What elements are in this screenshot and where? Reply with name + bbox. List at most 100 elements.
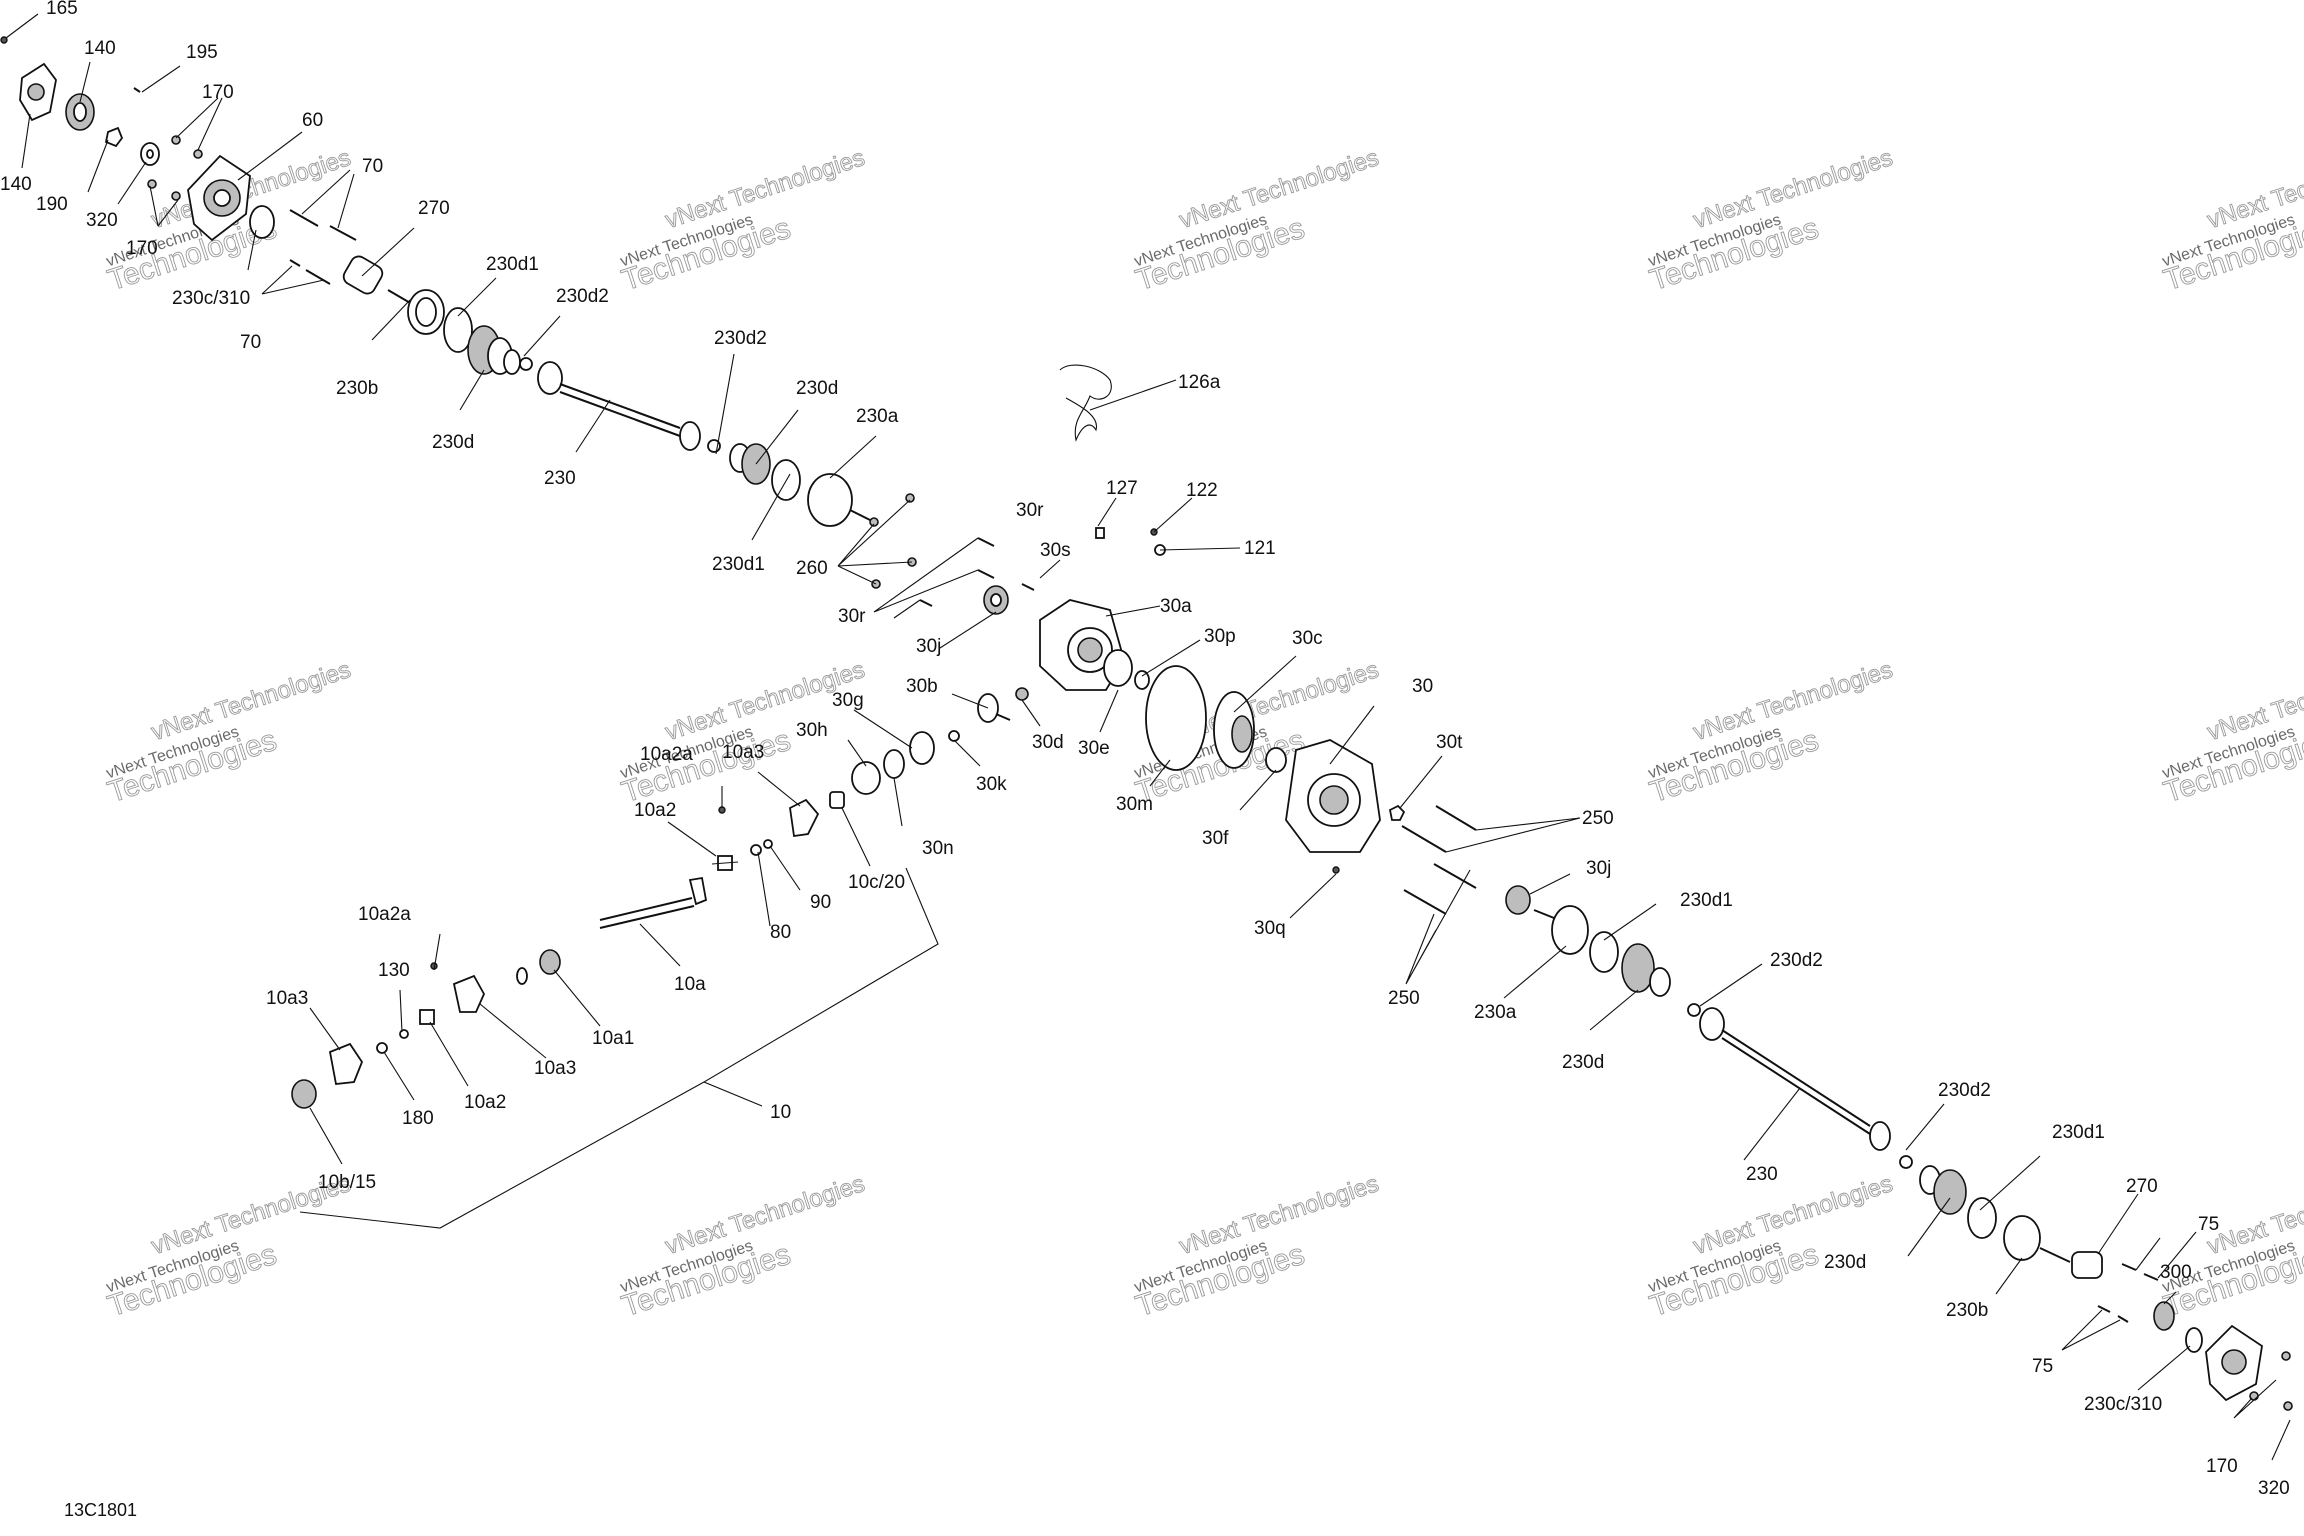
part-cv-joint-230b-lower (2003, 1215, 2071, 1263)
callout-230d-bottom: 230d (1824, 1252, 1866, 1273)
callout-10a2-lower: 10a2 (464, 1092, 506, 1113)
part-pin-75d (2117, 1315, 2129, 1323)
callout-230d-upper: 230d (432, 432, 474, 453)
callout-10a3-lower: 10a3 (534, 1058, 576, 1079)
part-clamp-230d1-lower (1589, 931, 1619, 973)
part-spacer-10c (829, 791, 845, 809)
part-yoke-10a3-lower (452, 974, 486, 1013)
part-yoke-10a3 (789, 798, 820, 838)
part-bolt-30s (1021, 583, 1035, 591)
part-ring-130 (399, 1029, 409, 1039)
callout-10a2-upper: 10a2 (634, 800, 676, 821)
callout-30: 30 (1412, 676, 1433, 697)
callout-30n: 30n (922, 838, 954, 859)
part-shaft-10a (599, 876, 708, 929)
part-wheel-hub-60 (187, 154, 251, 242)
part-cross-10a2 (711, 855, 739, 871)
part-bearing-30h (851, 761, 881, 795)
part-ring-30p (1134, 670, 1150, 690)
callout-230c-310-upper: 230c/310 (172, 288, 250, 309)
part-bearing-30f (1265, 747, 1287, 773)
part-bearing-30e (1103, 649, 1133, 687)
part-differential-housing-30 (1285, 739, 1381, 853)
part-nut-30t (1388, 804, 1406, 821)
callout-75-upper: 75 (2198, 1214, 2219, 1235)
part-bolt-195 (133, 87, 141, 93)
part-ring-30k (948, 730, 960, 742)
callout-270-upper: 270 (418, 198, 450, 219)
part-seal-30j (1505, 885, 1531, 915)
callout-10a1: 10a1 (592, 1028, 634, 1049)
callout-75-lower: 75 (2032, 1356, 2053, 1377)
callout-122: 122 (1186, 480, 1218, 501)
callout-130: 130 (378, 960, 410, 981)
part-bearing-270-lower (2071, 1251, 2103, 1279)
part-clamp-230d2-lower (1687, 1003, 1701, 1017)
part-bolt-250d (1403, 889, 1447, 915)
part-pin-70a (289, 209, 319, 227)
callout-30d: 30d (1032, 732, 1064, 753)
part-ring-gear-30c (1213, 691, 1255, 769)
callout-30b: 30b (906, 676, 938, 697)
callout-230d2-lower: 230d2 (1770, 950, 1823, 971)
part-cv-joint-230a-lower (1533, 905, 1589, 955)
part-boot-230d-lower2 (1919, 1165, 1967, 1215)
part-clamp-230d1-lower2 (1967, 1197, 1997, 1239)
part-seal-10b (291, 1079, 317, 1109)
callout-260: 260 (796, 558, 828, 579)
part-clamp-230d1 (443, 307, 473, 353)
part-clamp-230d2-lower2 (1899, 1155, 1913, 1169)
callout-30r-upper: 30r (1016, 500, 1044, 521)
callout-30k: 30k (976, 774, 1007, 795)
callout-170-upper: 170 (202, 82, 234, 103)
callout-170-left: 170 (126, 238, 158, 259)
part-bolt-250b (1401, 825, 1447, 853)
callout-10a2a-upper: 10a2a (640, 744, 693, 765)
drawing-id: 13C1801 (64, 1500, 137, 1520)
callout-10a3-upper: 10a3 (722, 742, 764, 763)
callout-121: 121 (1244, 538, 1276, 559)
part-pin-70d (305, 269, 331, 285)
part-seal-30j-upper (983, 585, 1009, 615)
part-bolt-30r-a (977, 537, 995, 547)
part-wheel-hub-lower (2205, 1324, 2263, 1402)
callout-230d1-bottom: 230d1 (2052, 1122, 2105, 1143)
callout-30p: 30p (1204, 626, 1236, 647)
callout-180: 180 (402, 1108, 434, 1129)
part-drive-shaft-230-lower (1699, 1007, 1891, 1151)
callout-230d-lower: 230d (1562, 1052, 1604, 1073)
callout-10: 10 (770, 1102, 791, 1123)
part-ring-230c-lower (2185, 1327, 2203, 1353)
callout-30q: 30q (1254, 918, 1286, 939)
callout-320-lower: 320 (2258, 1478, 2290, 1499)
callout-170-lower: 170 (2206, 1456, 2238, 1477)
part-hub-cap (19, 62, 57, 122)
part-ring-180 (376, 1042, 388, 1054)
callout-60: 60 (302, 110, 323, 131)
callout-30s: 30s (1040, 540, 1071, 561)
part-cover-30a (1039, 599, 1125, 691)
part-nut-140 (65, 93, 95, 131)
part-clamp-230d2 (519, 357, 533, 371)
part-bolt-127 (1095, 527, 1105, 539)
part-ring-230c (249, 205, 275, 239)
part-nut-170b (193, 149, 203, 159)
part-bearing-30d (1015, 687, 1029, 701)
part-bolt-250a (1435, 805, 1477, 831)
part-bearing-30g (909, 731, 935, 765)
callout-140-upper: 140 (84, 38, 116, 59)
part-oring-30m (1145, 665, 1207, 771)
callout-230a-lower: 230a (1474, 1002, 1517, 1023)
part-bolt-165 (0, 36, 8, 44)
callout-230-upper: 230 (544, 468, 576, 489)
callout-320-upper: 320 (86, 210, 118, 231)
part-bolt-30r-b (977, 569, 995, 579)
